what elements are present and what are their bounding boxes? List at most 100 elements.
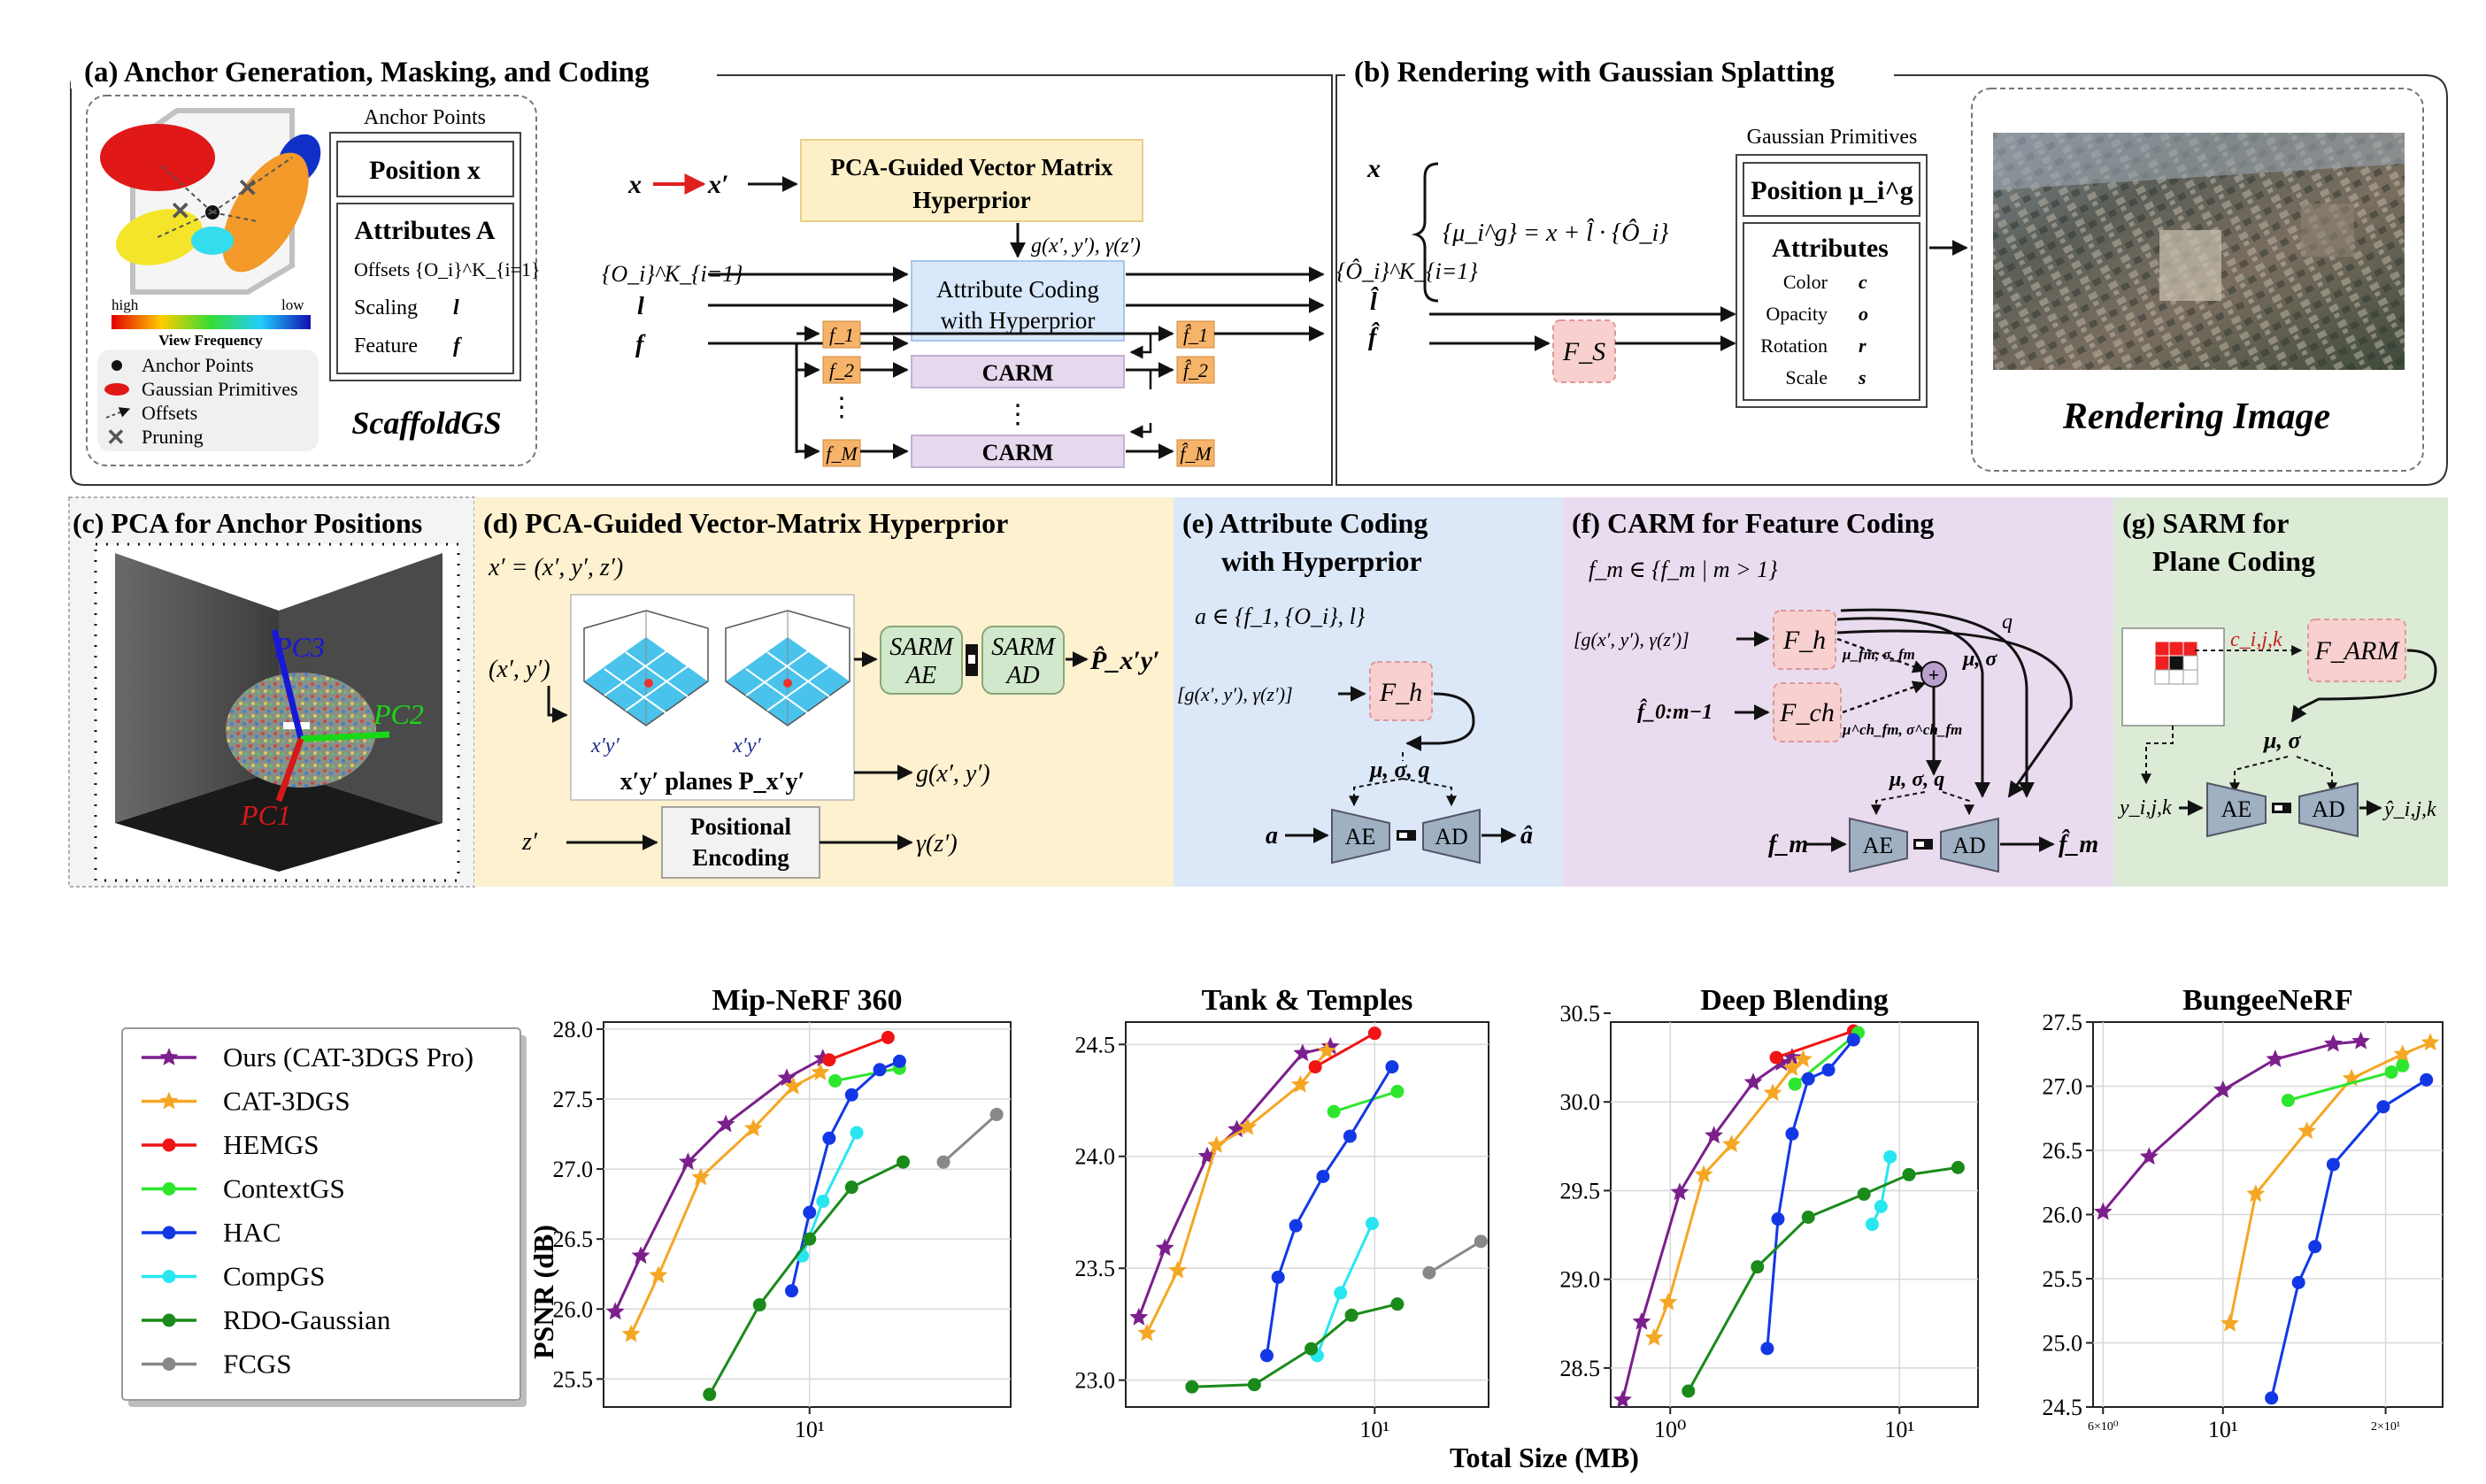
f-cond: [g(x′, y′), γ(z′)] bbox=[1574, 628, 1689, 650]
panel-a-title-bg bbox=[71, 53, 717, 88]
panel-g-title-1: (g) SARM for bbox=[2122, 507, 2289, 539]
attr-feature-sym: f bbox=[453, 334, 462, 358]
farm-box bbox=[2307, 619, 2406, 682]
attr-scaling-sym: l bbox=[453, 296, 459, 319]
gp-rotation-sym: r bbox=[1859, 334, 1866, 357]
data-point-hac bbox=[1343, 1129, 1357, 1143]
series-fcgs bbox=[1422, 1234, 1488, 1280]
data-point-contextgs bbox=[1390, 1084, 1405, 1098]
data-point-hac bbox=[873, 1063, 887, 1077]
panel-a-title: (a) Anchor Generation, Masking, and Codi… bbox=[84, 57, 650, 88]
f-fch-box bbox=[1773, 682, 1842, 742]
data-point-contextgs bbox=[1327, 1104, 1341, 1119]
y-tick-label: 30.5 bbox=[1560, 1001, 1601, 1026]
legend-gaussian-icon bbox=[104, 383, 129, 396]
data-point-ours-cat-3dgs-pro bbox=[1705, 1126, 1723, 1144]
series-ours-cat-3dgs-pro bbox=[1613, 1048, 1802, 1408]
data-point-compgs bbox=[1365, 1217, 1379, 1231]
y-tick-label: 24.5 bbox=[2043, 1395, 2083, 1420]
series-hemgs bbox=[1308, 1026, 1382, 1074]
panel-g: (g) SARM for Plane Coding c_i,j,k F_ARM … bbox=[2113, 497, 2448, 887]
x-input: x bbox=[627, 170, 642, 199]
series-line-contextgs bbox=[1333, 1089, 1398, 1113]
gp-color-sym: c bbox=[1859, 271, 1867, 293]
data-point-ours-cat-3dgs-pro bbox=[1613, 1390, 1632, 1408]
sarm-ae-line2: AE bbox=[904, 662, 936, 689]
fm-box bbox=[822, 439, 861, 467]
series-contextgs bbox=[1327, 1084, 1405, 1119]
data-point-ours-cat-3dgs-pro bbox=[605, 1302, 625, 1320]
data-point-hac bbox=[2376, 1100, 2390, 1114]
y-tick-label: 27.0 bbox=[2043, 1074, 2083, 1100]
legend-marker-hac bbox=[162, 1226, 176, 1240]
data-point-rdo-gaussian bbox=[1857, 1187, 1871, 1201]
y-tick-label: 26.0 bbox=[2043, 1203, 2083, 1228]
data-point-contextgs bbox=[2281, 1093, 2295, 1107]
data-point-ours-cat-3dgs-pro bbox=[1670, 1182, 1689, 1201]
f-fm-input: f_m bbox=[1768, 831, 1808, 858]
data-point-rdo-gaussian bbox=[896, 1155, 910, 1169]
y-tick-label: 24.5 bbox=[1075, 1032, 1116, 1057]
b-l-hat: l̂ bbox=[1370, 287, 1379, 316]
data-point-cat-3dgs bbox=[811, 1062, 830, 1080]
data-point-cat-3dgs bbox=[1207, 1135, 1226, 1153]
attr-scaling: Scaling bbox=[354, 296, 418, 319]
data-point-ours-cat-3dgs-pro bbox=[1155, 1238, 1174, 1257]
data-point-hac bbox=[1785, 1126, 1799, 1141]
data-point-rdo-gaussian bbox=[752, 1298, 766, 1312]
data-point-cat-3dgs bbox=[2421, 1033, 2440, 1051]
y-tick-label: 26.0 bbox=[553, 1296, 594, 1322]
panel-b-border bbox=[1335, 74, 2448, 486]
anchor-attributes: Attributes A bbox=[354, 216, 495, 245]
b-f-hat: f̂ bbox=[1368, 322, 1380, 351]
data-point-fcgs bbox=[1422, 1265, 1436, 1280]
legend-marker-fcgs bbox=[162, 1357, 176, 1371]
legend-label-hac: HAC bbox=[223, 1217, 281, 1248]
data-point-cat-3dgs bbox=[1168, 1260, 1188, 1279]
context-grid bbox=[2154, 641, 2198, 685]
data-point-compgs bbox=[1883, 1150, 1897, 1164]
f-fm-hat: f̂_m bbox=[2059, 829, 2098, 858]
g-y-input: y_i,j,k bbox=[2118, 796, 2172, 819]
attribute-coding-box bbox=[911, 260, 1125, 342]
panel-e-title-1: (e) Attribute Coding bbox=[1182, 507, 1428, 539]
gaussian-cyan bbox=[191, 227, 234, 255]
y-axis-label: PSNR (dB) bbox=[527, 1225, 559, 1359]
data-point-hac bbox=[1771, 1212, 1785, 1226]
series-hac bbox=[1259, 1060, 1399, 1363]
chart-legend: Ours (CAT-3DGS Pro)CAT-3DGSHEMGSContextG… bbox=[121, 1027, 527, 1407]
f-q: q bbox=[2002, 611, 2013, 634]
gp-rotation: Rotation bbox=[1760, 334, 1828, 357]
e-ae-shape bbox=[1331, 808, 1390, 865]
data-point-ours-cat-3dgs-pro bbox=[1782, 1048, 1802, 1065]
legend-a: Anchor Points Gaussian Primitives Offset… bbox=[97, 350, 319, 451]
data-point-rdo-gaussian bbox=[1185, 1380, 1199, 1394]
series-cat-3dgs bbox=[1644, 1050, 1813, 1346]
anchor-position: Position x bbox=[369, 156, 481, 185]
f-input: f bbox=[635, 331, 646, 358]
freq-low-label: low bbox=[281, 296, 304, 313]
data-point-ours-cat-3dgs-pro bbox=[813, 1049, 833, 1066]
data-point-contextgs bbox=[828, 1073, 843, 1088]
data-point-compgs bbox=[1874, 1199, 1888, 1213]
data-point-hac bbox=[1316, 1170, 1330, 1184]
data-point-ours-cat-3dgs-pro bbox=[678, 1152, 697, 1171]
legend-marker-cat-3dgs bbox=[159, 1091, 179, 1110]
gaussian-orange bbox=[222, 152, 309, 273]
attr-feature: Feature bbox=[354, 334, 418, 358]
legend-label-compgs: CompGS bbox=[223, 1261, 325, 1292]
data-point-cat-3dgs bbox=[2246, 1184, 2266, 1203]
x-tick-label: 10¹ bbox=[795, 1417, 825, 1442]
series-line-ours-cat-3dgs-pro bbox=[613, 1057, 824, 1313]
legend-marker-contextgs bbox=[162, 1182, 176, 1196]
series-ours-cat-3dgs-pro bbox=[605, 1049, 833, 1320]
series-line-hac bbox=[2270, 1079, 2428, 1399]
f-dots: ⋮ bbox=[828, 393, 855, 422]
data-point-hac bbox=[844, 1088, 858, 1102]
series-hac bbox=[2265, 1073, 2434, 1405]
data-point-cat-3dgs bbox=[1659, 1292, 1678, 1311]
data-point-compgs bbox=[1334, 1286, 1348, 1300]
g-params: μ, σ bbox=[2262, 727, 2301, 753]
legend-anchor-icon bbox=[112, 360, 122, 371]
data-point-hemgs bbox=[822, 1053, 836, 1067]
